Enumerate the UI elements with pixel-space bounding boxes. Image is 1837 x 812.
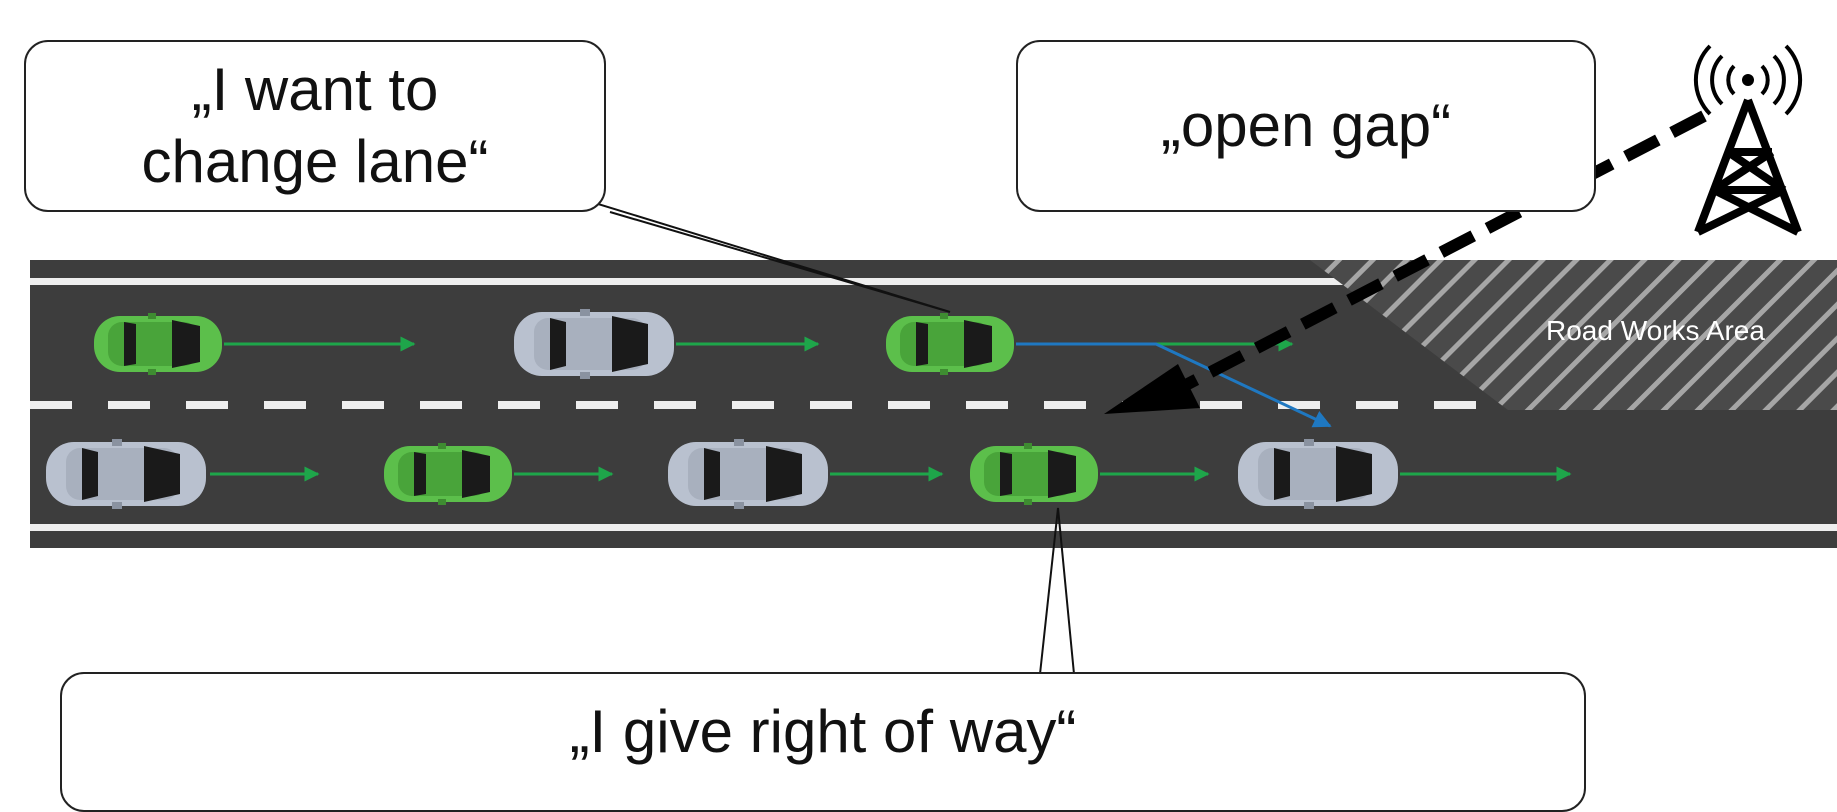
car-grey-top-2: [514, 309, 674, 379]
callout-pointers: [571, 195, 1075, 675]
road-bottom-edge-line: [30, 524, 1837, 531]
callout-lane-change-text: „I want to change lane“: [141, 56, 489, 195]
car-green-bottom-4: [970, 443, 1098, 505]
car-grey-bottom-3: [668, 439, 828, 509]
car-green-top-1: [94, 313, 222, 375]
road-works-hatch: [1310, 260, 1837, 410]
road-works-area-label: Road Works Area: [1546, 315, 1765, 346]
traffic-scene: Road Works Area: [30, 44, 1837, 675]
lane-change-path: [1016, 342, 1332, 428]
callout-give-way-text: „I give right of way“: [569, 698, 1077, 765]
road-works-area: Road Works Area: [1310, 260, 1837, 410]
road-top-edge-line: [30, 278, 1837, 285]
car-grey-bottom-1: [46, 439, 206, 509]
radio-tower-icon: [1693, 44, 1803, 236]
pointer-give-way: [1039, 507, 1075, 675]
v2x-message-arrow: [1104, 110, 1707, 414]
callout-open-gap: „open gap“: [1016, 40, 1596, 212]
car-green-bottom-2: [384, 443, 512, 505]
car-grey-bottom-5: [1238, 439, 1398, 509]
pointer-lane-change: [571, 195, 951, 313]
bottom-lane-cars: [46, 439, 1572, 509]
top-lane-cars: [94, 309, 1332, 428]
callout-open-gap-text: „open gap“: [1160, 92, 1452, 159]
callout-give-way: „I give right of way“: [60, 672, 1586, 812]
car-green-top-3: [886, 313, 1014, 375]
callout-lane-change: „I want to change lane“: [24, 40, 606, 212]
